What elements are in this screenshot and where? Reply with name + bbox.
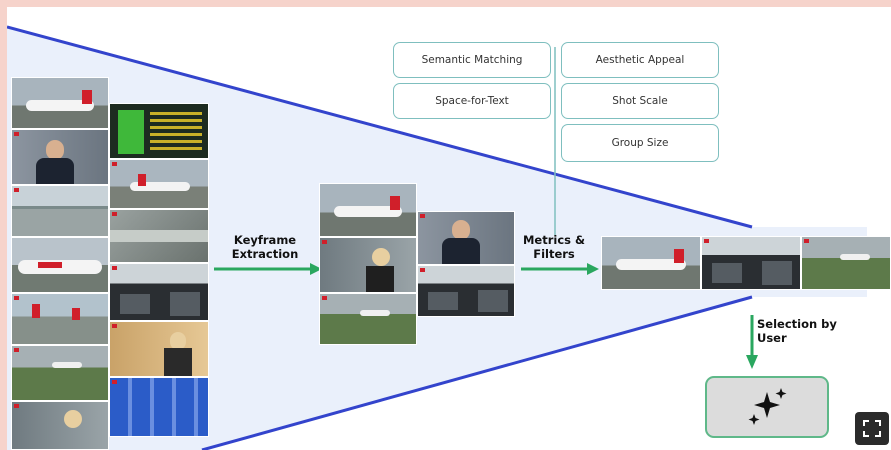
selected-frame-airplane bbox=[601, 236, 701, 290]
metrics-filters-label: Metrics & Filters bbox=[522, 233, 586, 261]
keyframe-arrow bbox=[214, 263, 322, 275]
source-frame-airplane bbox=[11, 77, 109, 129]
metrics-arrow bbox=[521, 263, 599, 275]
source-frame-check-in-desk bbox=[109, 321, 209, 377]
metric-group-size: Group Size bbox=[561, 124, 719, 162]
selection-by-user-label: Selection by User bbox=[757, 317, 837, 345]
selected-frame-plane-takeoff bbox=[801, 236, 891, 290]
metric-space-for-text: Space-for-Text bbox=[393, 83, 551, 119]
source-frame-reporter bbox=[11, 129, 109, 185]
metric-shot-scale: Shot Scale bbox=[561, 83, 719, 119]
keyframe-woman-phone bbox=[319, 237, 417, 293]
selection-result-box bbox=[705, 376, 829, 438]
fullscreen-icon bbox=[863, 420, 881, 437]
keyframe-airplane bbox=[319, 183, 417, 237]
keyframe-reporter bbox=[417, 211, 515, 265]
selected-frame-cockpit bbox=[701, 236, 801, 290]
selection-arrow bbox=[746, 315, 758, 369]
source-frame-departure-board bbox=[109, 103, 209, 159]
source-frame-woman-phone bbox=[11, 401, 109, 450]
sparkles-icon bbox=[748, 388, 787, 425]
diagram-canvas: Keyframe Extraction Semantic Matching Sp… bbox=[7, 7, 891, 450]
source-frame-airport-hall bbox=[11, 185, 109, 237]
metric-aesthetic-appeal: Aesthetic Appeal bbox=[561, 42, 719, 78]
source-frame-plane-takeoff bbox=[11, 345, 109, 401]
keyframe-cockpit bbox=[417, 265, 515, 317]
metric-semantic-matching: Semantic Matching bbox=[393, 42, 551, 78]
keyframe-extraction-label: Keyframe Extraction bbox=[231, 233, 299, 261]
source-frame-airport-tails bbox=[11, 293, 109, 345]
source-frame-airplane-tail bbox=[109, 159, 209, 209]
source-frame-blue-seats bbox=[109, 377, 209, 437]
source-frame-jet-bridge bbox=[109, 209, 209, 263]
source-frame-cockpit bbox=[109, 263, 209, 321]
source-frame-swiss-plane bbox=[11, 237, 109, 293]
fullscreen-button[interactable] bbox=[855, 412, 889, 445]
keyframe-plane-takeoff bbox=[319, 293, 417, 345]
